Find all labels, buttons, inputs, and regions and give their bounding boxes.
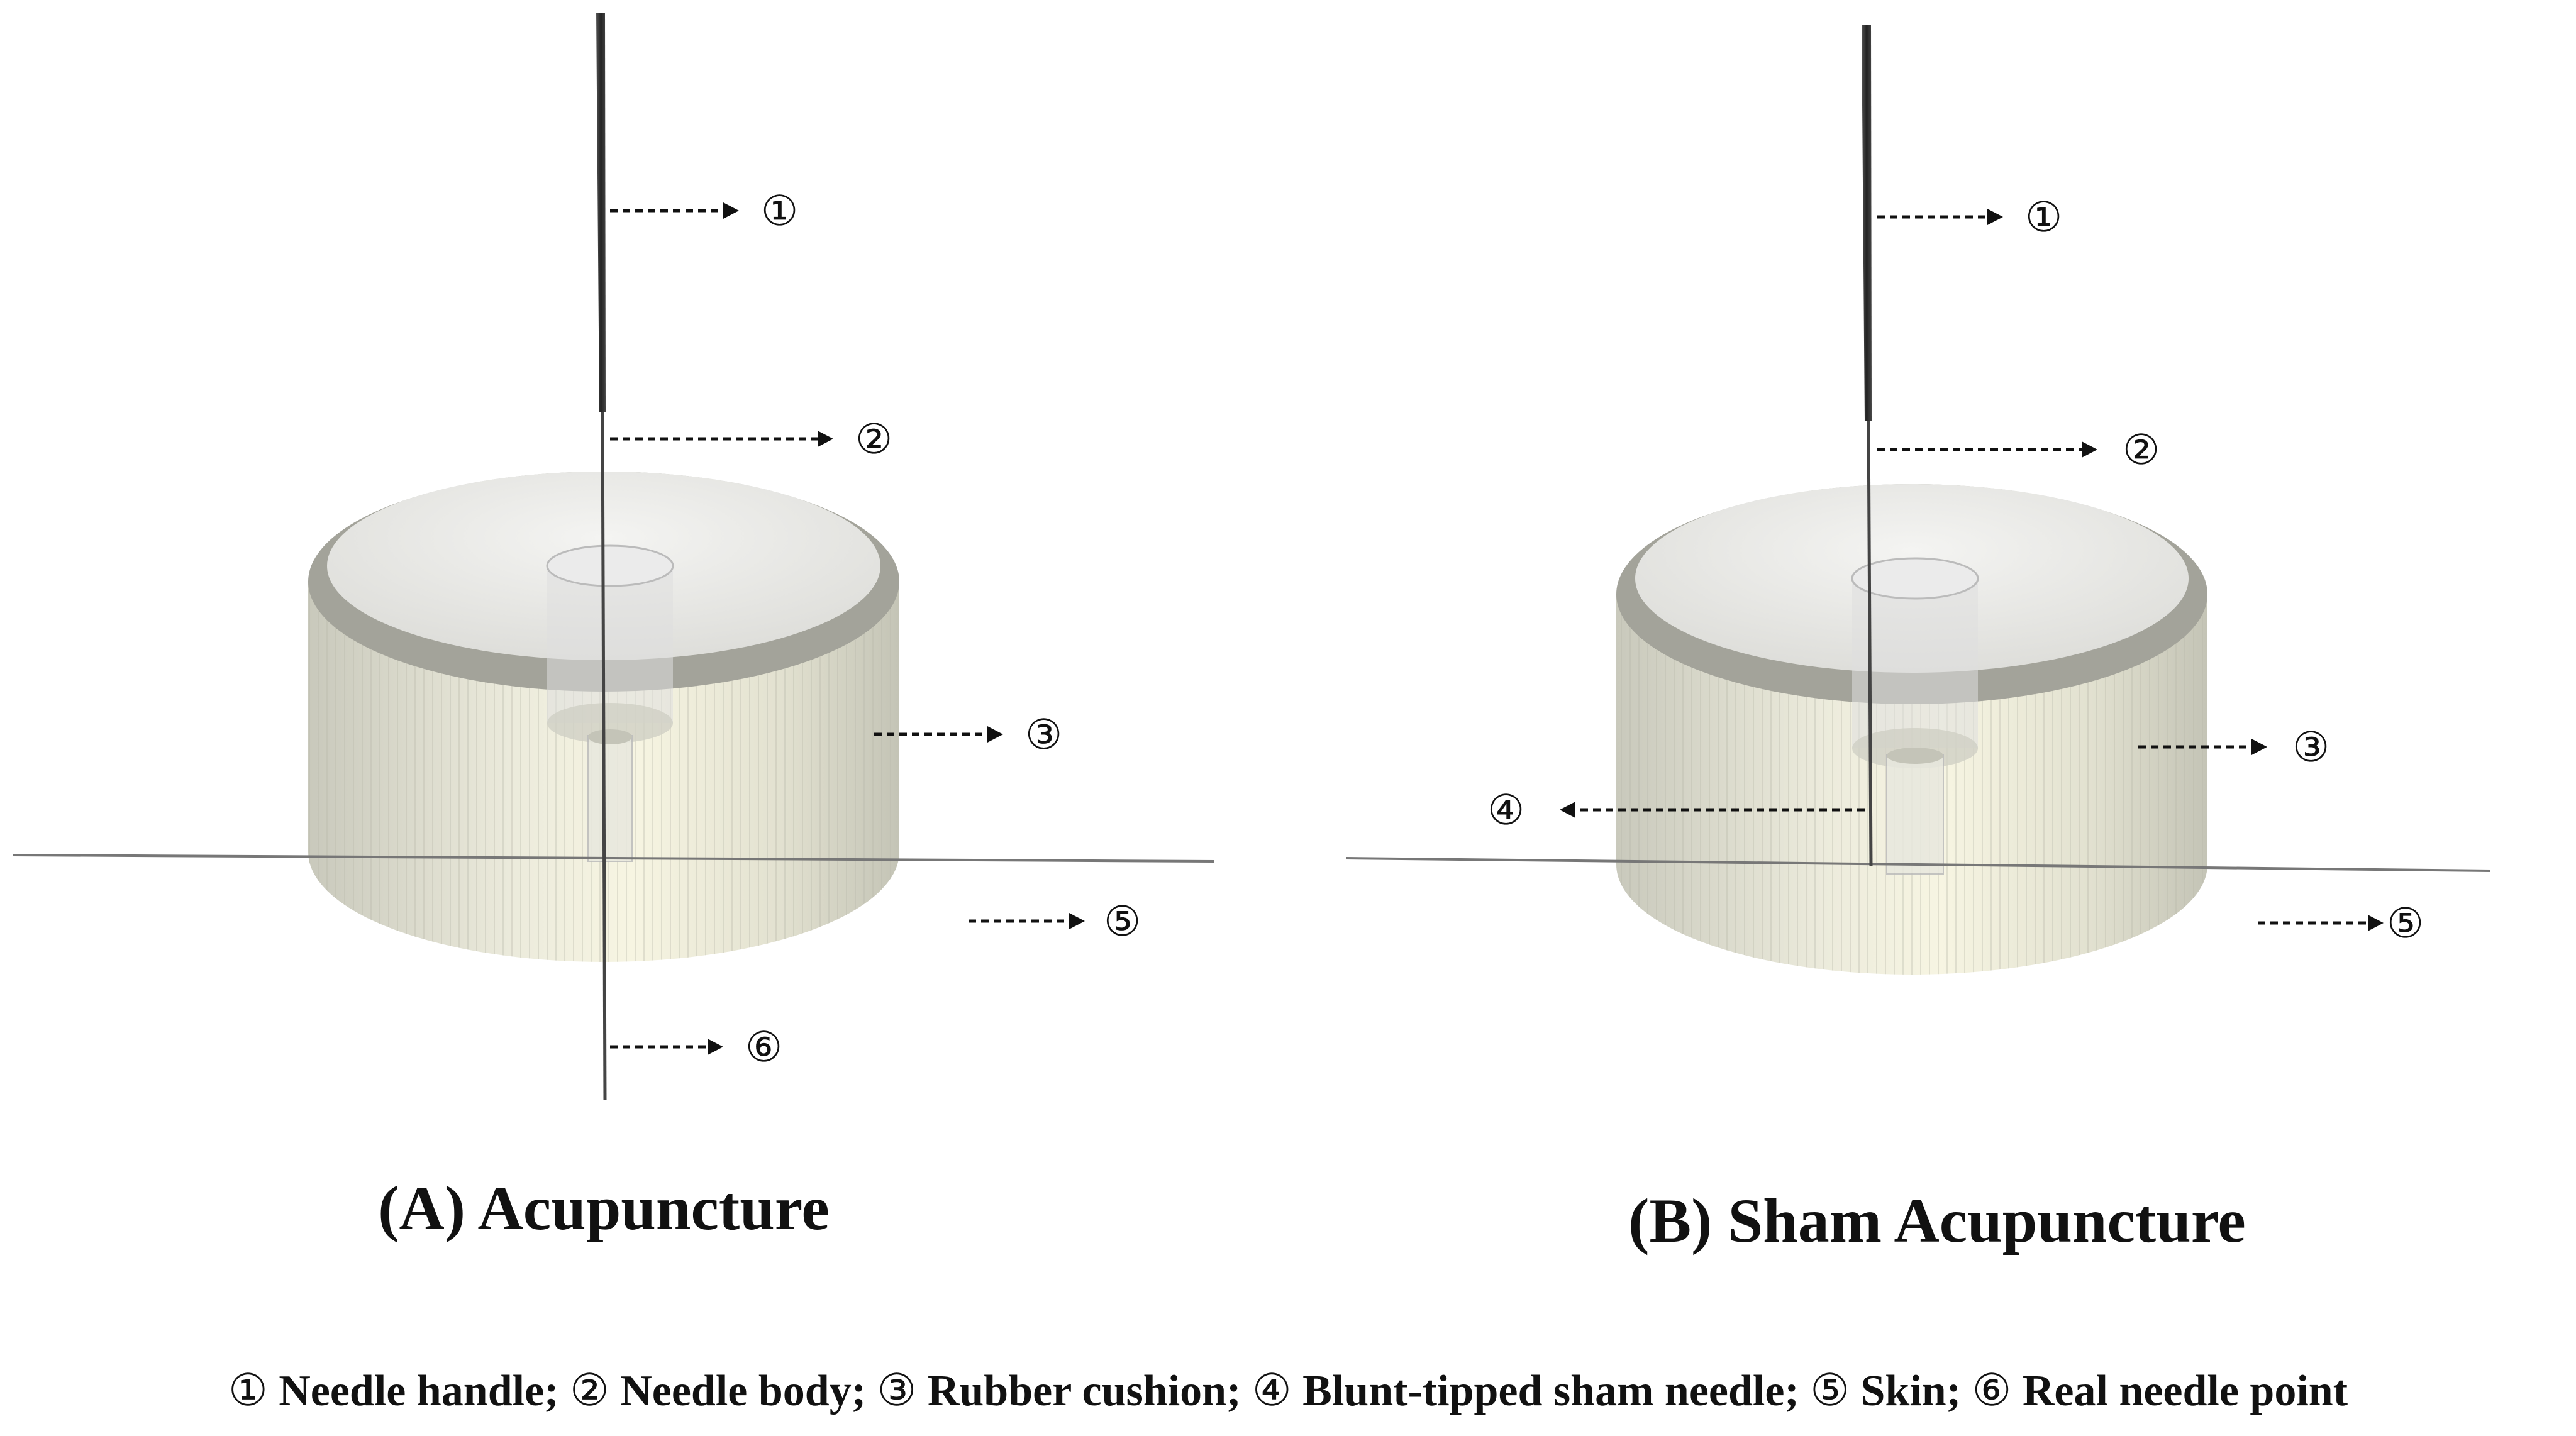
needle-handle — [596, 13, 606, 412]
sham-needle — [1862, 25, 1873, 867]
legend-label-6: Real needle point — [2023, 1367, 2348, 1415]
marker-sham-needle-b: ④ — [1487, 786, 1524, 834]
panel-b: ① ② ③ ⑤ ④ (B) Sham Acupuncture — [1345, 25, 2491, 1256]
marker-needle-body-b: ② — [2123, 426, 2160, 474]
legend-num-6: ⑥ — [1972, 1364, 2012, 1416]
legend-num-2: ② — [570, 1364, 609, 1416]
legend-label-3: Rubber cushion; — [928, 1367, 1241, 1415]
legend-num-4: ④ — [1252, 1364, 1292, 1416]
needle-body — [1867, 421, 1873, 867]
needle-body — [601, 411, 607, 1101]
legend-num-5: ⑤ — [1810, 1364, 1850, 1416]
panel-a: ① ② ③ ⑤ ⑥ (A) Acupuncture — [12, 13, 1214, 1243]
marker-skin-b: ⑤ — [2387, 899, 2424, 947]
legend: ① Needle handle; ② Needle body; ③ Rubber… — [228, 1364, 2348, 1416]
marker-needle-point-a: ⑥ — [745, 1023, 782, 1071]
legend-label-1: Needle handle; — [279, 1367, 558, 1415]
marker-needle-handle-a: ① — [761, 187, 798, 235]
marker-needle-handle-b: ① — [2025, 193, 2062, 241]
skin-line — [1345, 857, 2491, 872]
needle-handle — [1862, 25, 1872, 421]
legend-label-4: Blunt-tipped sham needle; — [1302, 1367, 1799, 1415]
legend-num-3: ③ — [877, 1364, 917, 1416]
rubber-cushion — [1616, 484, 2207, 975]
marker-rubber-cushion-b: ③ — [2292, 723, 2329, 771]
skin-line — [12, 854, 1214, 863]
marker-needle-body-a: ② — [855, 415, 892, 463]
panel-title-b: (B) Sham Acupuncture — [1628, 1186, 2246, 1256]
needle — [596, 13, 607, 1101]
marker-rubber-cushion-a: ③ — [1025, 710, 1062, 759]
legend-num-1: ① — [228, 1364, 268, 1416]
marker-skin-a: ⑤ — [1104, 897, 1141, 946]
legend-label-5: Skin; — [1861, 1367, 1962, 1415]
panel-title-a: (A) Acupuncture — [378, 1173, 830, 1243]
legend-label-2: Needle body; — [620, 1367, 866, 1415]
